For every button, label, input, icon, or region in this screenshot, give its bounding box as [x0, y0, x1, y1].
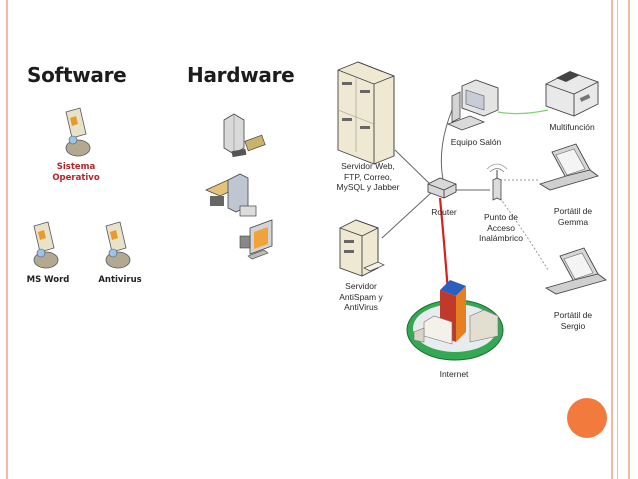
antivirus-label: Antivirus [98, 275, 142, 285]
portatil-gemma-label: Portátil de Gemma [553, 206, 593, 227]
accent-circle [567, 398, 607, 438]
internet-label: Internet [439, 369, 469, 379]
web-server-icon [337, 61, 395, 165]
hardware-scanner-printer-icon [205, 173, 257, 217]
link-router-internet [438, 197, 450, 293]
laptop-sergio-icon [544, 247, 607, 295]
multifuncion-label: Multifunción [549, 122, 595, 132]
link-webserver-router [394, 149, 433, 187]
msword-document-icon [33, 221, 59, 269]
link-equipo-printer [497, 109, 549, 115]
router-icon [427, 177, 457, 199]
right-frame-line-3 [628, 0, 630, 479]
link-ap-sergio [499, 197, 549, 271]
hardware-monitor-icon [239, 219, 273, 260]
os-document-icon [65, 107, 91, 157]
multifunction-printer-icon [545, 71, 599, 117]
antispam-label: Servidor AntiSpam y AntiVirus [339, 281, 383, 312]
msword-label: MS Word [26, 275, 70, 285]
access-point-label: Punto de Acceso Inalámbrico [479, 212, 523, 243]
right-frame-line-1 [611, 0, 613, 479]
portatil-sergio-label: Portátil de Sergio [553, 310, 593, 331]
antivirus-document-icon [105, 221, 131, 269]
laptop-gemma-icon [538, 143, 599, 191]
equipo-salon-label: Equipo Salón [450, 137, 502, 147]
hardware-tower-chip-icon [223, 113, 266, 158]
link-antispam-router [381, 191, 433, 239]
webserver-label: Servidor Web, FTP, Correo, MySQL y Jabbe… [336, 161, 400, 192]
router-label: Router [431, 207, 457, 217]
left-frame-line [6, 0, 8, 479]
antispam-server-icon [339, 219, 385, 277]
link-router-equipo [440, 109, 453, 185]
connections [381, 109, 549, 293]
software-heading: Software [27, 63, 127, 87]
os-label-line1: Sistema [56, 162, 96, 172]
internet-city-icon [406, 280, 504, 361]
os-label-line2: Operativo [52, 173, 100, 183]
right-frame-line-2 [617, 0, 618, 479]
access-point-icon [486, 163, 508, 201]
desktop-computer-icon [446, 79, 499, 131]
hardware-heading: Hardware [187, 63, 295, 87]
